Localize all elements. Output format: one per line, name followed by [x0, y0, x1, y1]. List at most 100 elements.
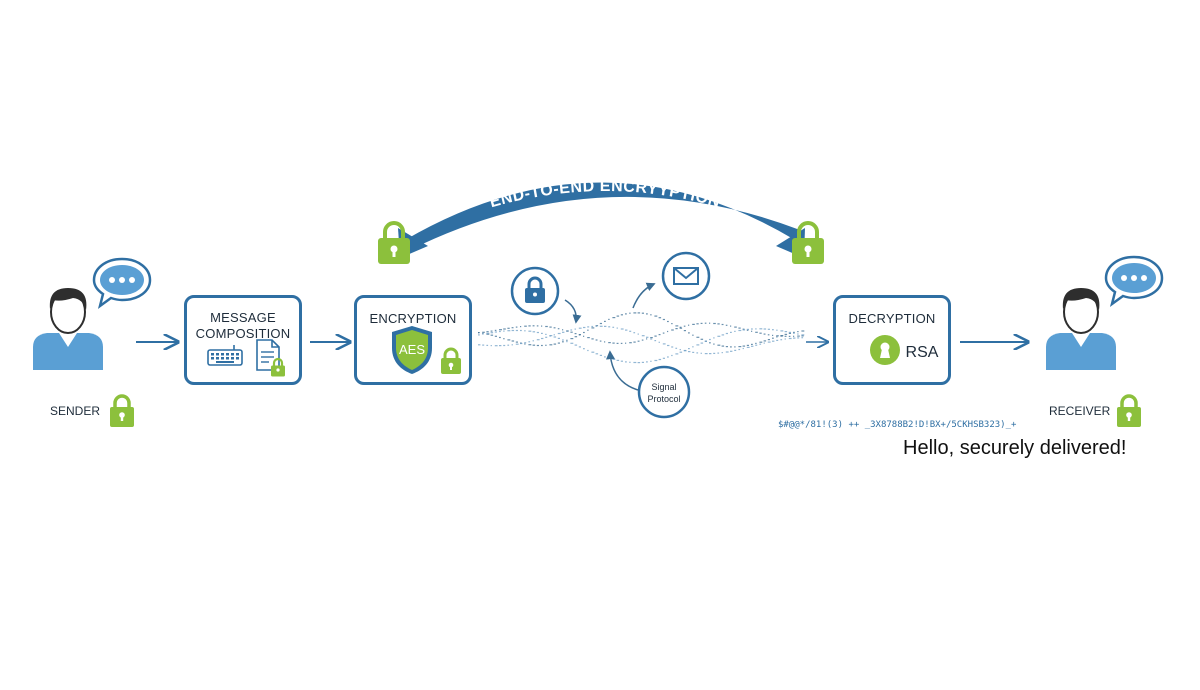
cipher-dot — [557, 337, 560, 339]
cipher-dot — [612, 317, 616, 319]
cipher-dot — [696, 344, 700, 346]
cipher-dot — [482, 344, 485, 346]
message-composition-box: MESSAGE COMPOSITION — [184, 295, 302, 385]
cipher-dot — [730, 346, 732, 348]
cipher-dot — [532, 331, 536, 333]
cipher-dot — [562, 341, 564, 343]
cipher-dot — [478, 332, 480, 334]
cipher-dot — [759, 341, 763, 343]
cipher-dot — [717, 352, 720, 354]
cipher-dot — [734, 330, 736, 332]
cipher-dot — [520, 342, 523, 345]
cipher-dot — [511, 327, 514, 329]
cipher-dot — [578, 334, 581, 336]
cipher-dot — [633, 361, 637, 364]
cipher-dot — [696, 336, 700, 338]
cipher-dot — [528, 325, 531, 327]
cipher-dot — [763, 342, 765, 344]
cipher-dot — [583, 331, 585, 334]
cipher-dot — [587, 329, 589, 331]
cipher-dot — [776, 339, 779, 341]
cipher-dot — [616, 342, 619, 344]
cipher-dot — [776, 335, 779, 337]
cipher-dot — [654, 315, 658, 317]
cipher-dot — [671, 323, 673, 325]
cipher-dot — [734, 349, 737, 351]
cipher-dot — [541, 337, 544, 340]
cipher-dot — [574, 344, 578, 346]
cipher-dot — [583, 326, 586, 329]
cipher-dot — [772, 340, 775, 342]
cipher-dot — [494, 331, 497, 333]
cipher-dot — [797, 335, 800, 337]
cipher-dot — [675, 347, 678, 349]
cipher-dot — [667, 320, 669, 323]
cipher-dot — [713, 352, 716, 354]
cipher-dot — [692, 334, 694, 336]
signal-protocol-line1: Signal — [651, 382, 676, 392]
cipher-dot — [646, 338, 648, 340]
cipher-dot — [784, 335, 787, 337]
cipher-dot — [797, 333, 799, 335]
receiver-user-icon — [1046, 288, 1116, 370]
cipher-dot — [730, 331, 732, 333]
cipher-dot — [595, 339, 598, 341]
cipher-dot — [629, 342, 632, 344]
cipher-dot — [671, 354, 673, 357]
cipher-dot — [604, 325, 607, 327]
cipher-dot — [633, 312, 637, 314]
cipher-dot — [532, 340, 534, 342]
cipher-dot — [625, 342, 627, 344]
cipher-dot — [717, 335, 721, 337]
cipher-dot — [625, 313, 627, 315]
cipher-dot — [633, 341, 636, 343]
cipher-dot — [549, 344, 553, 346]
cipher-dot — [667, 356, 669, 358]
cipher-dot — [599, 340, 602, 342]
cipher-dot — [486, 332, 490, 334]
cipher-dot — [776, 336, 778, 338]
cipher-dot — [553, 343, 557, 345]
signal-protocol-line2: Protocol — [647, 394, 680, 404]
signal-protocol-badge: Signal Protocol — [637, 365, 691, 419]
cipher-dot — [570, 338, 574, 340]
cipher-dot — [507, 344, 510, 346]
cipher-dot — [562, 331, 565, 333]
sender-chat-bubble-icon — [92, 257, 152, 310]
cipher-dot — [478, 334, 480, 336]
cipher-dot — [734, 326, 737, 328]
cipher-dot — [486, 344, 489, 346]
cipher-dot — [570, 331, 573, 333]
cipher-dot — [650, 360, 652, 362]
cipher-dot — [658, 334, 661, 336]
cipher-dot — [780, 335, 783, 337]
cipher-dot — [692, 351, 695, 353]
cipher-dot — [793, 335, 795, 337]
cipher-dot — [662, 343, 666, 345]
ciphertext-output: $#@@*/81!(3) ++ _3X8788B2!D!BX+/5CKHSB32… — [778, 420, 1017, 430]
cipher-dot — [717, 323, 720, 325]
cipher-dot — [730, 325, 732, 327]
cipher-dot — [671, 346, 674, 348]
cipher-dot — [578, 346, 581, 348]
cipher-dot — [520, 329, 522, 332]
cipher-dot — [532, 344, 536, 346]
cipher-dot — [641, 335, 645, 337]
cipher-dot — [511, 340, 515, 342]
cipher-dot — [629, 361, 631, 363]
cipher-dot — [662, 332, 665, 334]
cipher-dot — [784, 331, 788, 333]
cipher-dot — [721, 345, 725, 347]
cipher-dot — [696, 352, 699, 354]
cipher-dot — [700, 352, 702, 354]
cipher-dot — [482, 333, 484, 335]
cipher-dot — [679, 327, 683, 329]
cipher-dot — [587, 337, 590, 339]
cipher-dot — [633, 332, 636, 334]
cipher-dot — [570, 342, 574, 344]
cipher-dot — [494, 335, 497, 337]
cipher-dot — [528, 341, 531, 343]
cipher-dot — [767, 334, 770, 336]
cipher-dot — [515, 326, 518, 328]
cipher-dot — [709, 342, 711, 344]
